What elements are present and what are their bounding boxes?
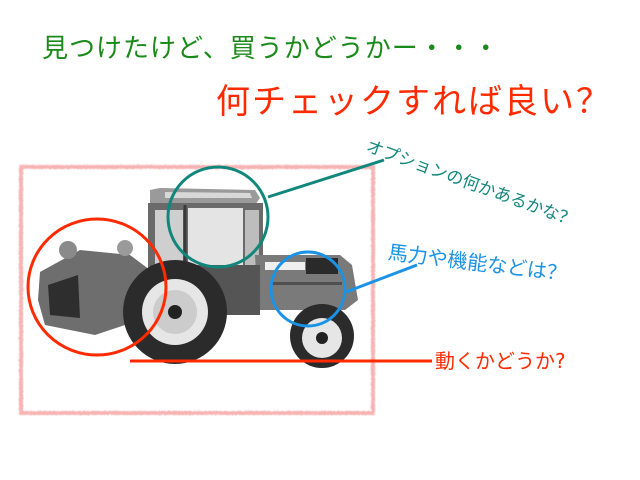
headline-question: 見つけたけど、買うかどうかー・・・ (42, 34, 500, 64)
cab-highlight-circle (166, 165, 270, 269)
callout-label-runs: 動くかどうか? (435, 349, 566, 373)
cab-callout-line (267, 158, 385, 199)
headline-subquestion: 何チェックすれば良い？ (216, 82, 612, 122)
photo-frame (19, 165, 375, 415)
engine-highlight-circle (269, 250, 347, 328)
engine-callout-line (345, 263, 418, 294)
tractor-image (38, 188, 358, 368)
tiller-highlight-circle (26, 217, 168, 357)
